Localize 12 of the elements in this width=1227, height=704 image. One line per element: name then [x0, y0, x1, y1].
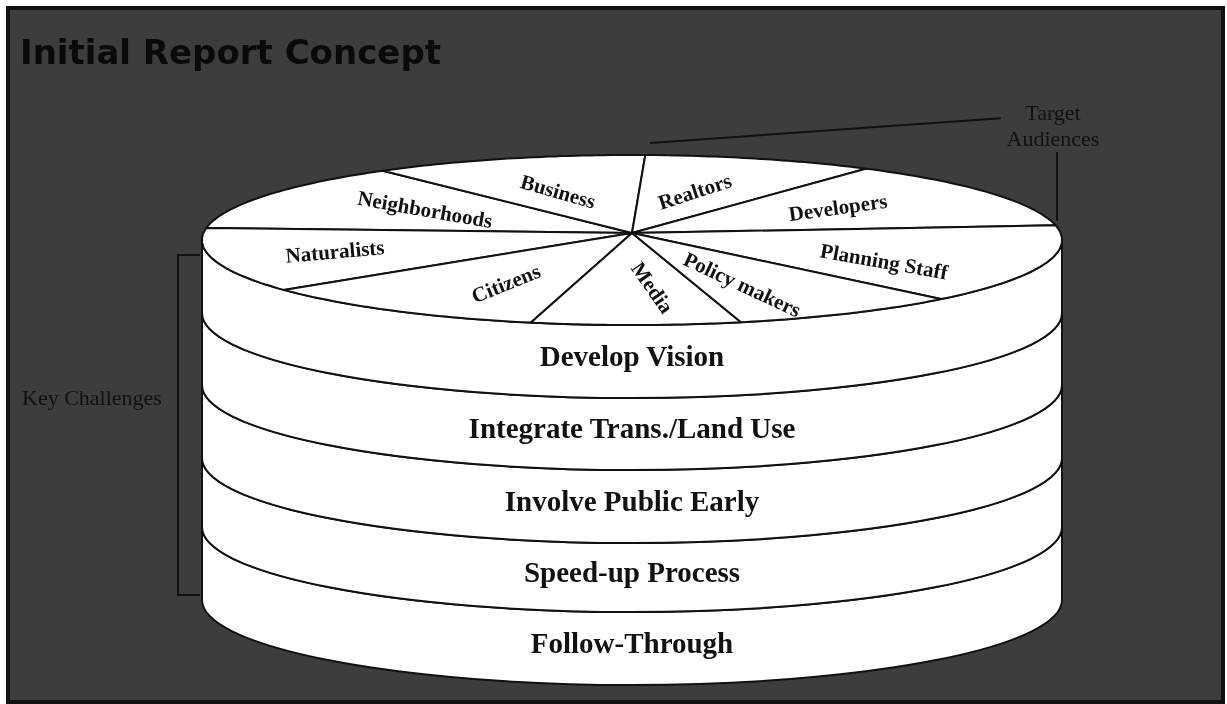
band-label: Speed-up Process: [523, 555, 741, 588]
sector-label: Citizens: [467, 258, 545, 310]
sector-label: Business: [517, 169, 599, 215]
sector-label: Naturalists: [284, 235, 386, 269]
band-label: Involve Public Early: [504, 484, 760, 517]
band-label: Develop Vision: [539, 339, 725, 372]
band-label: Follow-Through: [530, 626, 734, 659]
sector-label: Developers: [787, 188, 889, 228]
sector-label: Planning Staff: [818, 238, 950, 286]
leader-line: [649, 117, 1002, 144]
band-label: Integrate Trans./Land Use: [468, 411, 796, 445]
leader-line: [1056, 151, 1058, 222]
